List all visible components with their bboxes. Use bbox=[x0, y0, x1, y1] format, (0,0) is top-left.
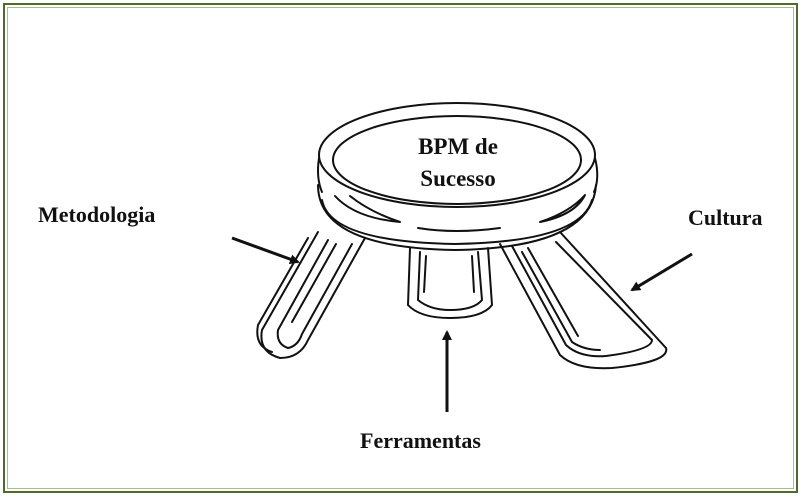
center-label-line2: Sucesso bbox=[378, 166, 538, 192]
seat-base-icon bbox=[318, 185, 596, 250]
center-leg-icon bbox=[408, 248, 492, 318]
center-label-line1: BPM de bbox=[378, 134, 538, 160]
left-leg-icon bbox=[257, 232, 365, 358]
culture-label: Cultura bbox=[688, 205, 763, 231]
right-leg-icon bbox=[500, 232, 666, 368]
tools-label: Ferramentas bbox=[360, 428, 481, 454]
right-arrow-icon bbox=[632, 254, 692, 290]
methodology-label: Metodologia bbox=[38, 202, 155, 228]
left-arrow-icon bbox=[232, 238, 298, 262]
